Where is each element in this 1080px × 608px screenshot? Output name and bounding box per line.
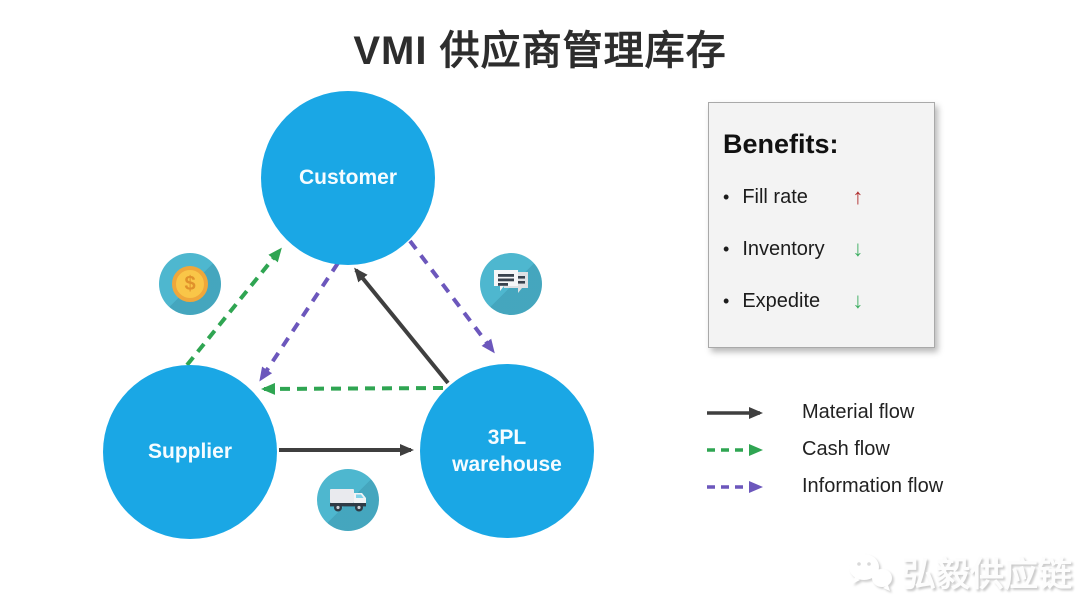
wechat-icon <box>849 553 892 591</box>
down-arrow-icon: ↓ <box>852 236 864 261</box>
arrow-cash-3pl-to-supplier <box>261 382 444 395</box>
node-3pl-warehouse: 3PL warehouse <box>420 364 594 538</box>
truck-glyph <box>330 489 366 512</box>
delivery-truck-icon <box>317 469 379 531</box>
node-customer-label: Customer <box>298 166 398 190</box>
benefits-panel: Benefits: • Fill rate ↑ • Inventory ↓ • … <box>708 102 935 348</box>
up-arrow-icon: ↑ <box>852 184 864 209</box>
dollar-symbol: $ <box>172 266 208 302</box>
watermark: 弘毅供应链 <box>844 547 1072 596</box>
legend-cash-flow: Cash flow <box>706 431 943 468</box>
benefit-expedite: • Expedite ↓ <box>723 288 920 314</box>
arrow-material-3pl-to-customer <box>354 267 450 385</box>
benefit-fill-rate-label: Fill rate <box>742 185 808 208</box>
dollar-coin-icon: $ <box>159 253 221 315</box>
arrow-cash-supplier-to-customer <box>185 247 282 367</box>
legend-information-flow-label: Information flow <box>802 475 944 497</box>
bullet: • <box>723 290 730 311</box>
bullet: • <box>723 238 730 259</box>
benefit-inventory: • Inventory ↓ <box>723 236 920 262</box>
cash-flow-arrow-icon <box>707 443 763 456</box>
arrow-info-customer-to-3pl <box>408 239 495 354</box>
benefits-title: Benefits: <box>723 129 839 159</box>
information-flow-arrow-icon <box>707 480 763 493</box>
legend-information-flow: Information flow <box>706 468 943 505</box>
bullet: • <box>723 186 730 207</box>
material-flow-arrow-icon <box>707 406 763 419</box>
benefit-expedite-label: Expedite <box>742 289 821 312</box>
arrow-info-customer-to-supplier <box>259 261 340 382</box>
node-3pl-warehouse-label: 3PL warehouse <box>452 425 562 476</box>
chat-bubbles-glyph <box>494 270 528 293</box>
benefit-inventory-label: Inventory <box>742 237 825 260</box>
node-supplier: Supplier <box>103 365 277 539</box>
legend-material-flow: Material flow <box>706 394 943 431</box>
benefit-fill-rate: • Fill rate ↑ <box>723 184 920 210</box>
node-supplier-label: Supplier <box>147 440 232 464</box>
flow-legend: Material flow Cash flow Information flow <box>706 394 943 505</box>
page-title: VMI 供应商管理库存 <box>353 29 727 73</box>
chat-messages-icon <box>480 253 542 315</box>
node-customer: Customer <box>261 91 435 265</box>
legend-cash-flow-label: Cash flow <box>802 438 890 460</box>
watermark-text: 弘毅供应链 <box>902 556 1072 594</box>
down-arrow-icon: ↓ <box>852 288 864 313</box>
legend-material-flow-label: Material flow <box>802 401 915 423</box>
